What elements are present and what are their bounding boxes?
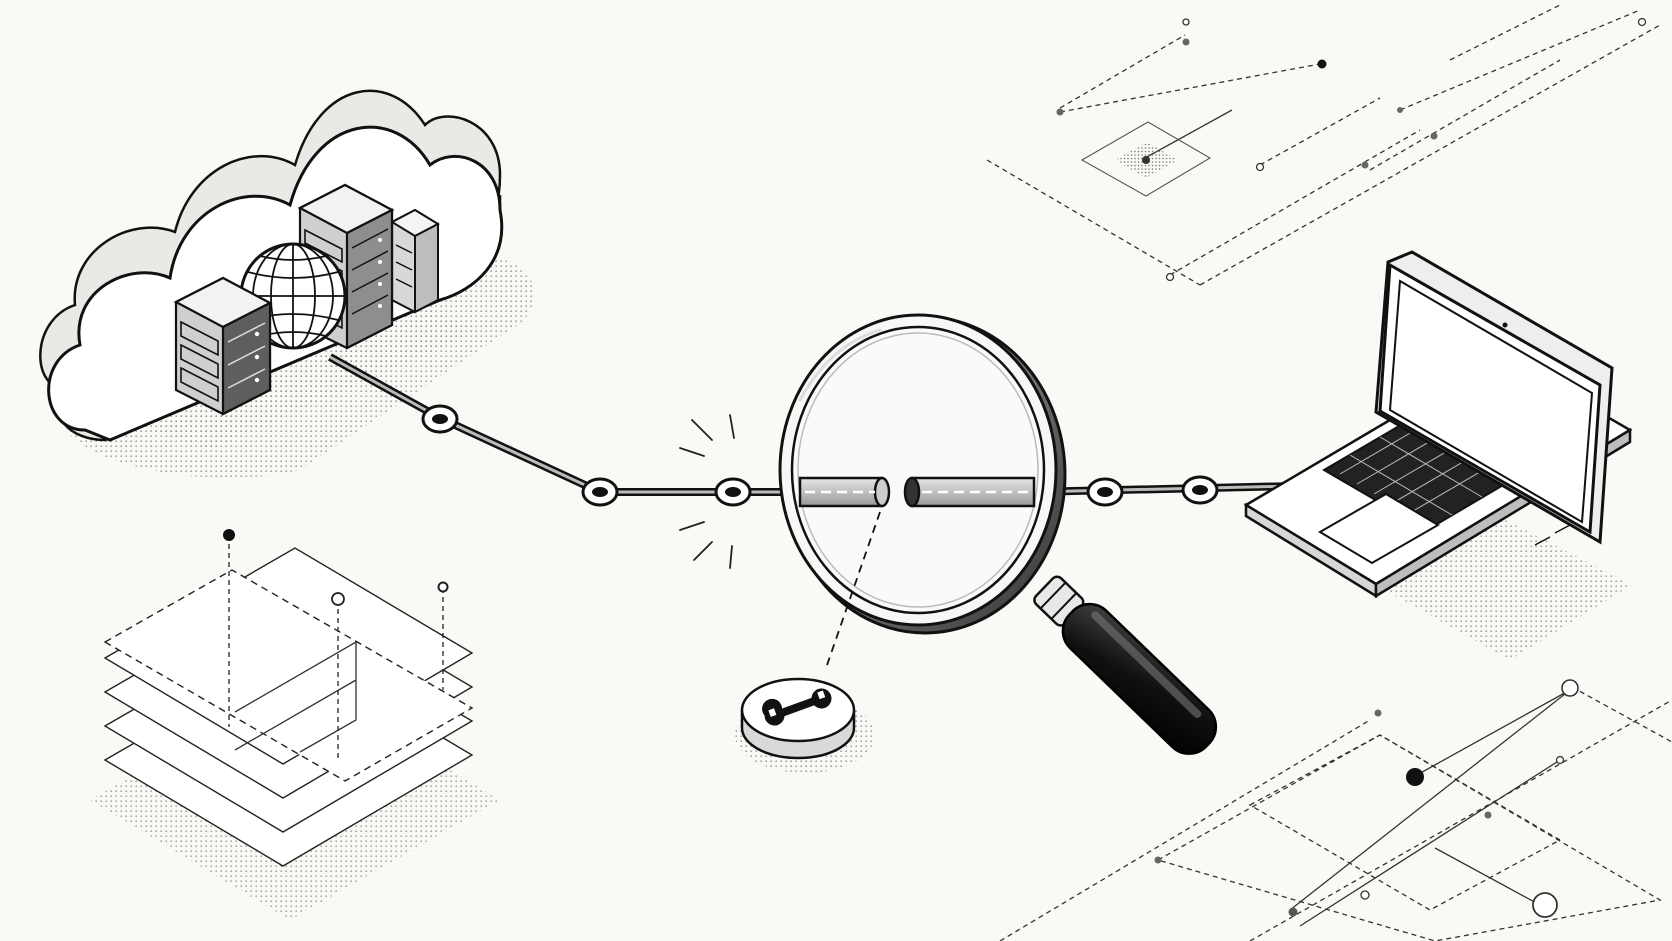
stacked-layers-icon (90, 529, 500, 920)
wrench-badge (735, 511, 881, 773)
laptop-icon (1243, 250, 1633, 660)
server-rack-icon-front (173, 276, 273, 416)
fault-spark-lines (679, 414, 735, 569)
magnifying-glass-icon (778, 313, 1218, 755)
broken-cable-icon (798, 476, 1036, 508)
circuit-trace-nodes (1056, 17, 1647, 282)
server-rack-icon-back (389, 208, 441, 314)
wrench-icon (762, 688, 832, 726)
circuit-trace-icon (986, 4, 1661, 286)
circuit-trace-icon-bottom (999, 686, 1672, 941)
circuit-trace-nodes-bottom (1154, 679, 1579, 918)
